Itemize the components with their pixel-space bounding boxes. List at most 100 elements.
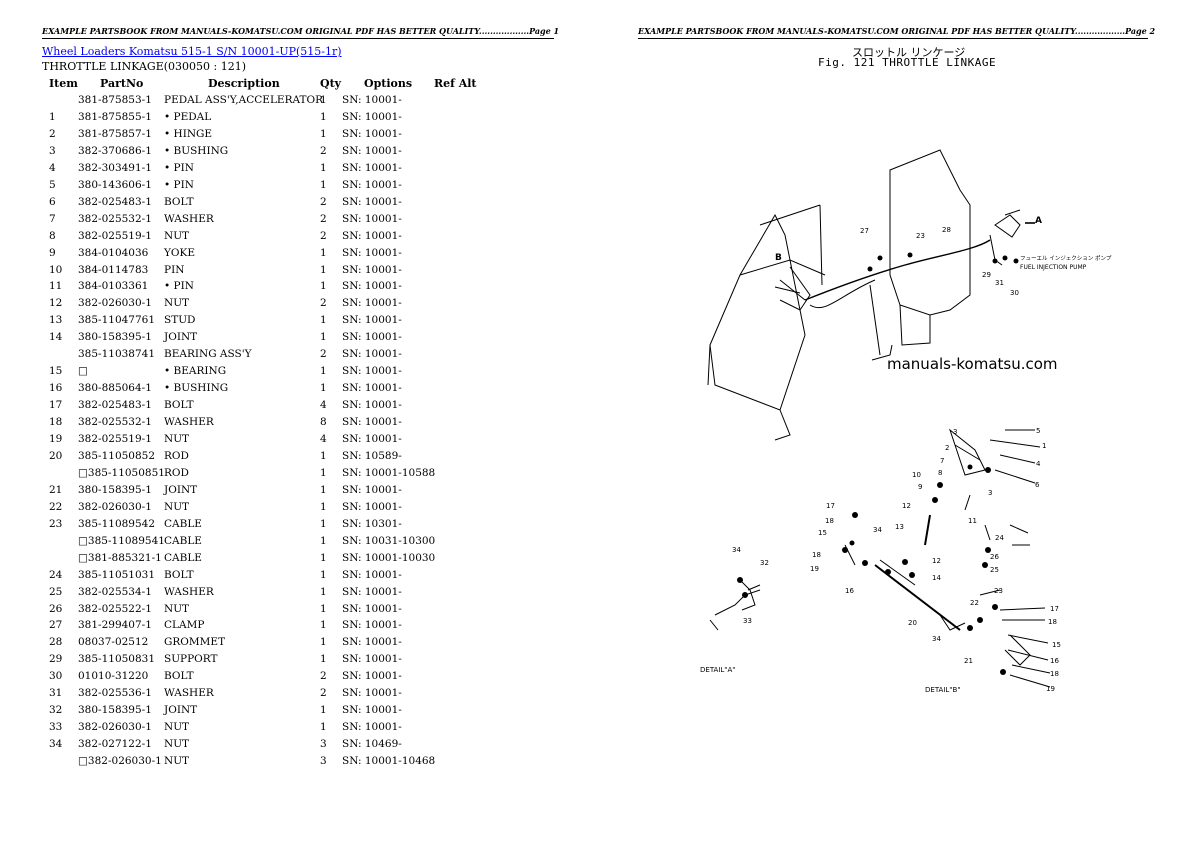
quantity: 3: [320, 738, 327, 751]
part-number: 382-025519-1: [78, 229, 152, 242]
svg-text:18: 18: [825, 517, 834, 525]
part-number: 385-11051031: [78, 568, 156, 581]
part-number: 381-875857-1: [78, 127, 152, 140]
quantity: 1: [320, 382, 327, 395]
model-title-link[interactable]: Wheel Loaders Komatsu 515-1 S/N 10001-UP…: [42, 45, 342, 58]
svg-text:18: 18: [1050, 670, 1059, 678]
item-number: 9: [49, 246, 56, 259]
description: • HINGE: [164, 127, 213, 140]
item-number: 25: [49, 585, 63, 598]
svg-text:14: 14: [932, 574, 941, 582]
options: SN: 10469-: [342, 738, 402, 751]
fuel-pump-label-jp: フューエル インジェクション ポンプ: [1020, 255, 1112, 262]
part-number: □: [78, 365, 88, 378]
options: SN: 10001-: [342, 433, 402, 445]
part-number: 382-025536-1: [78, 687, 152, 700]
options: SN: 10001-: [342, 229, 402, 242]
quantity: 1: [320, 110, 327, 123]
options: SN: 10301-: [342, 517, 402, 530]
options: SN: 10001-: [342, 721, 402, 734]
quantity: 1: [320, 178, 327, 191]
part-number: □385-11089541: [78, 534, 165, 547]
svg-text:21: 21: [964, 657, 973, 665]
svg-text:16: 16: [1050, 657, 1059, 665]
part-number: 382-027122-1: [78, 738, 152, 751]
description: BOLT: [164, 670, 194, 683]
description: • BUSHING: [164, 382, 229, 395]
description: STUD: [164, 314, 196, 327]
svg-text:12: 12: [932, 557, 941, 565]
part-number: 384-0114783: [78, 263, 149, 276]
part-number: 382-026030-1: [78, 500, 152, 513]
options: SN: 10001-: [342, 704, 402, 717]
description: WASHER: [164, 416, 214, 429]
description: SUPPORT: [164, 653, 218, 666]
part-number: 380-158395-1: [78, 483, 152, 496]
options: SN: 10001-: [342, 636, 402, 649]
quantity: 1: [320, 500, 327, 513]
quantity: 2: [320, 212, 327, 225]
column-header-partno: PartNo: [100, 77, 144, 90]
description: JOINT: [164, 704, 198, 717]
svg-text:18: 18: [812, 551, 821, 559]
item-number: 10: [49, 263, 63, 276]
description: CABLE: [164, 551, 202, 564]
svg-text:3: 3: [953, 428, 957, 436]
quantity: 1: [320, 483, 327, 496]
options: SN: 10001-: [342, 263, 402, 276]
part-number: 382-025522-1: [78, 602, 152, 615]
part-number: 382-025532-1: [78, 212, 152, 225]
item-number: 22: [49, 500, 63, 513]
svg-text:19: 19: [1046, 685, 1055, 693]
quantity: 1: [320, 449, 327, 462]
part-number: 380-158395-1: [78, 704, 152, 717]
options: SN: 10001-: [342, 365, 402, 378]
svg-text:16: 16: [845, 587, 854, 595]
description: ROD: [164, 466, 189, 479]
part-number: 385-11050852: [78, 449, 156, 462]
description: WASHER: [164, 212, 214, 225]
options: SN: 10001-: [342, 619, 402, 632]
fuel-pump-label: FUEL INJECTION PUMP: [1020, 264, 1087, 271]
quantity: 1: [320, 127, 327, 140]
part-number: 382-026030-1: [78, 297, 152, 310]
options: SN: 10001-10588: [342, 466, 436, 479]
item-number: 32: [49, 704, 63, 717]
options: SN: 10001-: [342, 161, 402, 174]
quantity: 1: [320, 704, 327, 717]
item-number: 15: [49, 365, 63, 378]
options: SN: 10001-: [342, 297, 402, 310]
part-number: 382-303491-1: [78, 161, 152, 174]
item-number: 16: [49, 382, 63, 395]
svg-text:23: 23: [916, 232, 925, 240]
part-number: 382-026030-1: [78, 721, 152, 734]
item-number: 19: [49, 433, 63, 445]
options: SN: 10001-: [342, 110, 402, 123]
quantity: 1: [320, 161, 327, 174]
options: SN: 10001-: [342, 483, 402, 496]
detail-b-label: DETAIL"B": [925, 686, 961, 694]
view-a-label: A: [1035, 216, 1042, 226]
quantity: 2: [320, 144, 327, 157]
svg-text:13: 13: [895, 523, 904, 531]
item-number: 1: [49, 110, 56, 123]
options: SN: 10001-: [342, 246, 402, 259]
item-number: 34: [49, 738, 63, 751]
description: WASHER: [164, 585, 214, 598]
description: BOLT: [164, 568, 194, 581]
options: SN: 10001-: [342, 94, 402, 106]
svg-text:19: 19: [810, 565, 819, 573]
svg-text:20: 20: [908, 619, 917, 627]
item-number: 4: [49, 161, 56, 174]
column-header-qty: Qty: [320, 77, 342, 90]
options: SN: 10001-: [342, 195, 402, 208]
description: NUT: [164, 755, 190, 768]
options: SN: 10001-: [342, 585, 402, 598]
item-number: 26: [49, 602, 63, 615]
description: NUT: [164, 738, 190, 751]
quantity: 2: [320, 297, 327, 310]
part-number: 380-143606-1: [78, 178, 152, 191]
item-number: 17: [49, 399, 63, 412]
options: SN: 10001-: [342, 382, 402, 395]
options: SN: 10001-: [342, 602, 402, 615]
